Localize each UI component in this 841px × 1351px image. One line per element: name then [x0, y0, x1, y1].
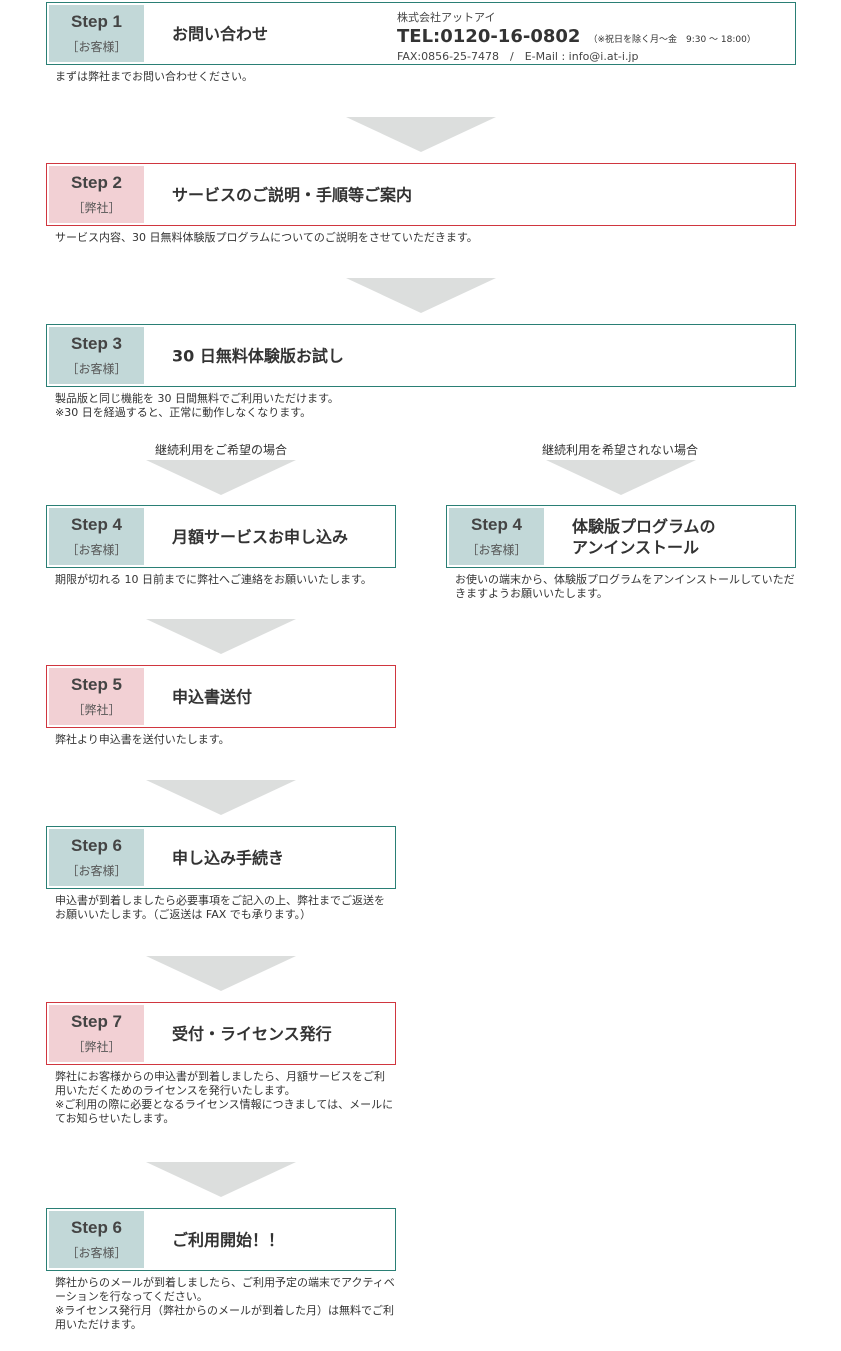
step-title: 30 日無料体験版お試し [172, 346, 344, 365]
step-title: サービスのご説明・手順等ご案内 [172, 185, 413, 204]
step-title: 体験版プログラムの アンインストール [572, 516, 716, 557]
step-box: Step 1 ［お客様］ お問い合わせ 株式会社アットアイ TEL:0120-16-08… [46, 2, 796, 65]
branch-label-stop: 継続利用を希望されない場合 [541, 443, 698, 457]
step-number: Step 3 [70, 334, 123, 353]
step-box: Step 6 ［お客様］ 申し込み手続き [46, 826, 396, 889]
step-label: Step 7 ［弊社］ [49, 1005, 144, 1062]
step-label: Step 2 ［弊社］ [49, 166, 144, 223]
phone-number: TEL:0120-16-0802 [397, 26, 581, 47]
step-actor: ［弊社］ [72, 1040, 121, 1054]
company-name: 株式会社アットアイ [397, 11, 496, 24]
step-title: 受付・ライセンス発行 [172, 1024, 332, 1043]
step-number: Step 2 [70, 173, 123, 192]
step-number: Step 6 [70, 836, 123, 855]
step-description: 申込書が到着しましたら必要事項をご記入の上、弊社までご返送をお願いいたします。（… [55, 894, 385, 921]
step-title: 申し込み手続き [172, 848, 285, 867]
step-description: 弊社からのメールが到着しましたら、ご利用予定の端末でアクティベーションを行なって… [55, 1276, 395, 1331]
step-label: Step 4 ［お客様］ [449, 508, 544, 565]
step-label: Step 6 ［お客様］ [49, 829, 144, 886]
step-actor: ［弊社］ [72, 703, 121, 717]
step-number: Step 7 [70, 1012, 123, 1031]
step-label: Step 6 ［お客様］ [49, 1211, 144, 1268]
flow-arrow-down [146, 780, 296, 815]
flow-arrow-down [546, 460, 696, 495]
step-box: Step 4 ［お客様］ 月額サービスお申し込み [46, 505, 396, 568]
step-label: Step 3 ［お客様］ [49, 327, 144, 384]
step-number: Step 4 [70, 515, 123, 534]
fax-email: FAX:0856-25-7478 / E-Mail : info@i.at-i.… [397, 50, 639, 63]
step-box: Step 2 ［弊社］ サービスのご説明・手順等ご案内 [46, 163, 796, 226]
step-label: Step 5 ［弊社］ [49, 668, 144, 725]
step-box: Step 6 ［お客様］ ご利用開始！！ [46, 1208, 396, 1271]
step-title: お問い合わせ [172, 24, 269, 43]
business-hours: （※祝日を除く月～金 9:30 ～ 18:00） [588, 35, 756, 45]
flow-arrow-down [346, 278, 496, 313]
step-label: Step 4 ［お客様］ [49, 508, 144, 565]
step-actor: ［弊社］ [72, 201, 121, 215]
step-actor: ［お客様］ [66, 362, 127, 376]
step-box: Step 4 ［お客様］ 体験版プログラムの アンインストール [446, 505, 796, 568]
step-box: Step 3 ［お客様］ 30 日無料体験版お試し [46, 324, 796, 387]
step-description: 弊社より申込書を送付いたします。 [55, 733, 230, 746]
step-label: Step 1 ［お客様］ [49, 5, 144, 62]
flow-arrow-down [346, 117, 496, 152]
step-box: Step 7 ［弊社］ 受付・ライセンス発行 [46, 1002, 396, 1065]
step-description: サービス内容、30 日無料体験版プログラムについてのご説明をさせていただきます。 [55, 231, 478, 244]
step-description: まずは弊社までお問い合わせください。 [55, 70, 253, 83]
step-number: Step 1 [70, 12, 123, 31]
flow-arrow-down [146, 460, 296, 495]
flow-arrow-down [146, 619, 296, 654]
step-actor: ［お客様］ [66, 543, 127, 557]
step-actor: ［お客様］ [466, 543, 527, 557]
contact-info: 株式会社アットアイ TEL:0120-16-0802 （※祝日を除く月～金 9:30… [397, 9, 756, 64]
branch-label-continue: 継続利用をご希望の場合 [154, 443, 287, 457]
step-number: Step 5 [70, 675, 123, 694]
step-title: 月額サービスお申し込み [172, 527, 349, 546]
flow-arrow-down [146, 956, 296, 991]
step-description: 製品版と同じ機能を 30 日間無料でご利用いただけます。 ※30 日を経過すると… [55, 392, 339, 419]
step-number: Step 4 [470, 515, 523, 534]
step-box: Step 5 ［弊社］ 申込書送付 [46, 665, 396, 728]
step-number: Step 6 [70, 1218, 123, 1237]
step-description: お使いの端末から、体験版プログラムをアンインストールしていただきますようお願いい… [455, 573, 795, 600]
step-actor: ［お客様］ [66, 40, 127, 54]
step-title: 申込書送付 [172, 687, 253, 706]
flow-arrow-down [146, 1162, 296, 1197]
step-title: ご利用開始！！ [172, 1230, 285, 1249]
step-description: 期限が切れる 10 日前までに弊社へご連絡をお願いいたします。 [55, 573, 372, 586]
step-actor: ［お客様］ [66, 1246, 127, 1260]
step-actor: ［お客様］ [66, 864, 127, 878]
step-description: 弊社にお客様からの申込書が到着しましたら、月額サービスをご利用いただくためのライ… [55, 1070, 394, 1125]
